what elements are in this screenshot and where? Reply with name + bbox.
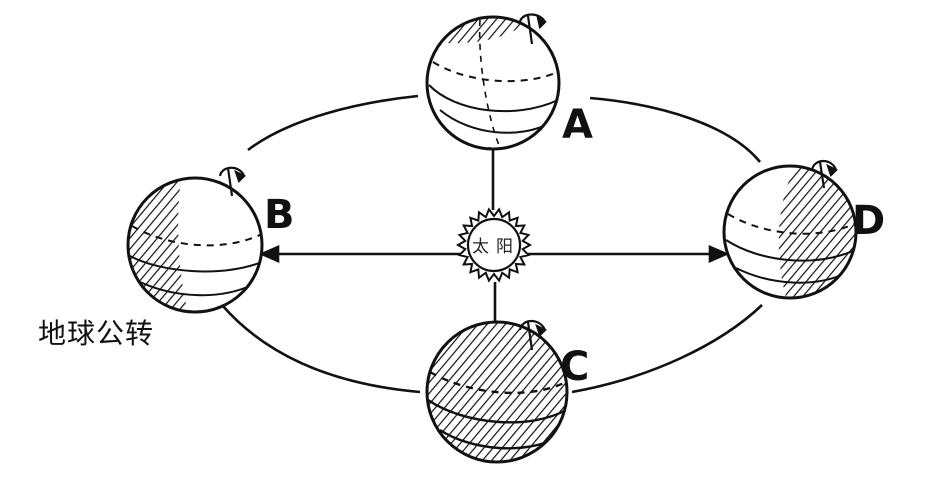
orbit-path (221, 94, 763, 394)
earth-globe-c: C (425, 319, 589, 464)
position-label-a: A (562, 102, 593, 148)
rotation-arrow-icon (810, 159, 838, 189)
rotation-arrow-icon (518, 13, 547, 45)
diagram-caption: 地球公转 (38, 317, 155, 350)
position-label-d: D (852, 198, 885, 244)
sun-label-1: 太 (472, 237, 489, 257)
position-label-c: C (560, 344, 589, 390)
earth-globe-b: B (126, 166, 295, 314)
earth-globe-a: A (425, 13, 593, 151)
earth-globe-d: D (722, 159, 885, 300)
sun-label-2: 阳 (496, 237, 513, 257)
sun: 太 阳 (455, 207, 533, 283)
position-label-b: B (264, 192, 295, 238)
rotation-arrow-icon (218, 166, 246, 197)
rotation-arrow-icon (518, 319, 547, 351)
